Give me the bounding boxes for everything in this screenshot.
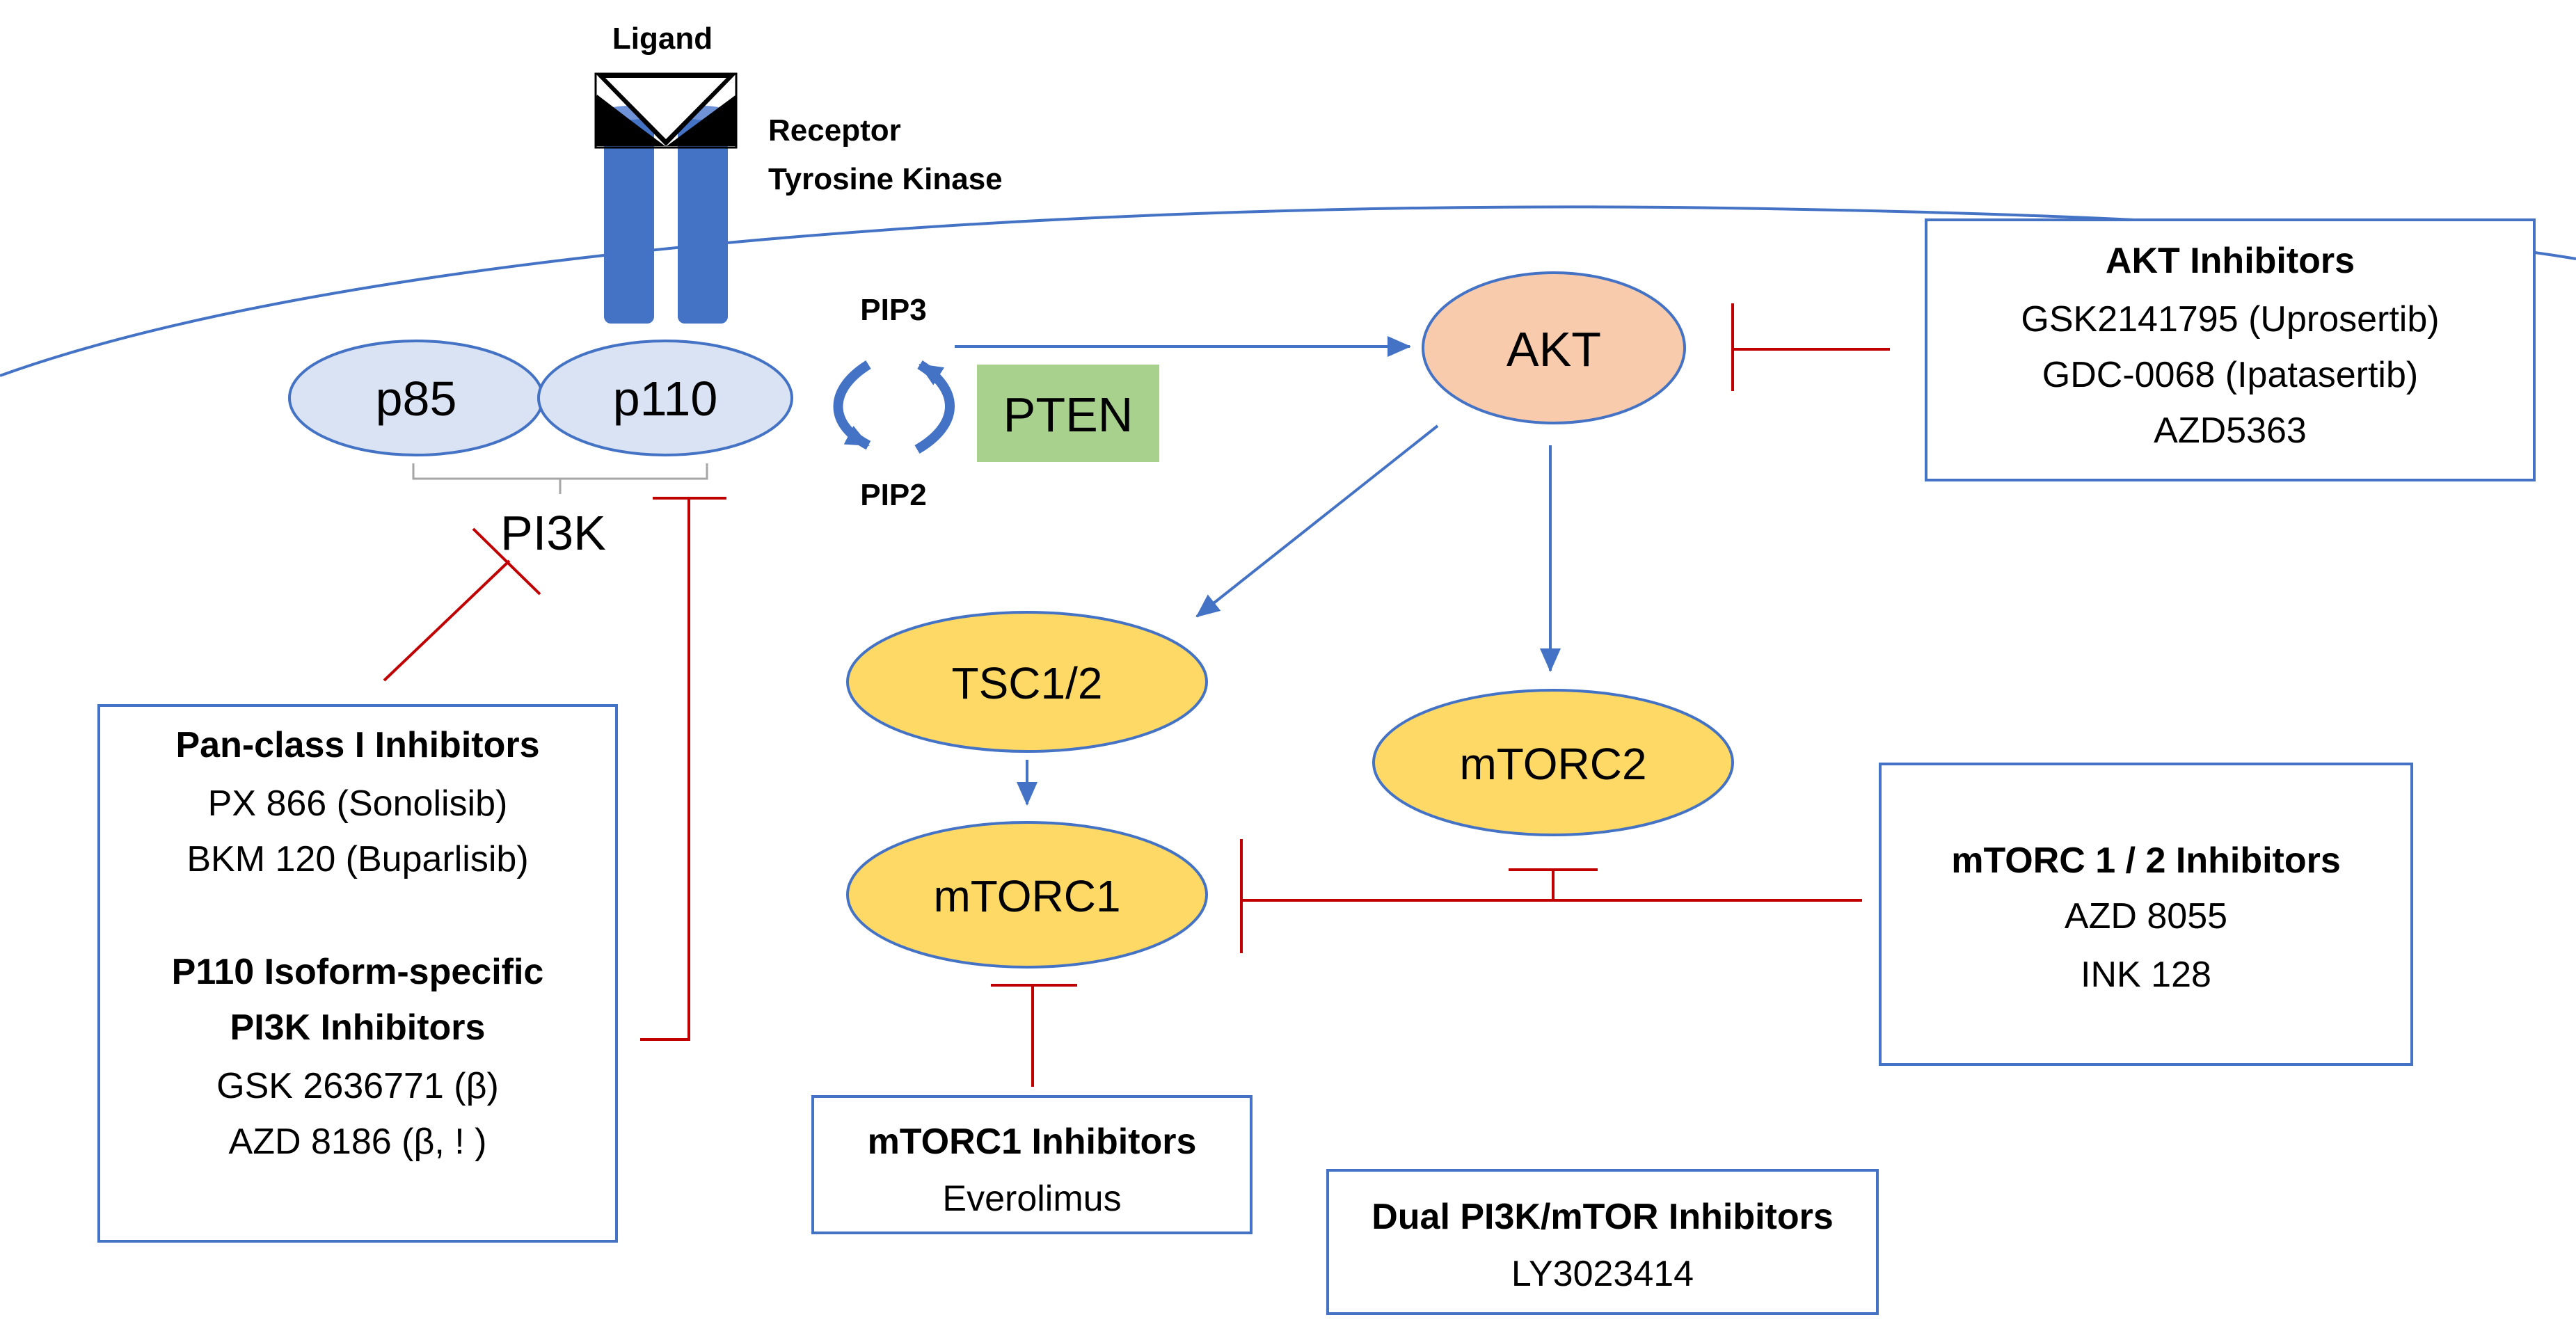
- mtorc12-inhibitors-box: [1879, 763, 2413, 1066]
- mtorc12-inhibitor-item: AZD 8055: [2065, 896, 2227, 937]
- pip-cycle-arrow-left: [833, 360, 871, 450]
- receptor-label-line2: Tyrosine Kinase: [768, 162, 1003, 196]
- inhibition-p110-isoform: [640, 497, 726, 1041]
- inhibition-mtorc12: [1240, 839, 1862, 953]
- p110-isoform-title-line2: PI3K Inhibitors: [230, 1007, 486, 1048]
- p110-isoform-title-line1: P110 Isoform-specific: [172, 952, 544, 992]
- p85-label: p85: [376, 372, 457, 426]
- p110-isoform-item: GSK 2636771 (β): [216, 1066, 499, 1106]
- pi3k-inhibitors-box: [97, 704, 618, 1243]
- pi3k-brace: [412, 463, 708, 494]
- pan-class-i-item: BKM 120 (Buparlisib): [186, 839, 528, 879]
- pip3-label: PIP3: [860, 293, 926, 327]
- mtorc12-inhibitors-title: mTORC 1 / 2 Inhibitors: [1951, 840, 2341, 881]
- ligand-wedge-left: [597, 95, 662, 145]
- mtorc1-inhibitor-item: Everolimus: [942, 1179, 1121, 1219]
- arrow-akt-to-tsc: [1195, 424, 1439, 618]
- akt-inhibitors-box: [1925, 218, 2536, 481]
- tsc-node: [846, 611, 1208, 753]
- receptor-left-chain: [604, 111, 654, 324]
- akt-inhibitors-title: AKT Inhibitors: [2106, 241, 2355, 281]
- receptor-label-line1: Receptor: [768, 113, 901, 148]
- receptor-right-chain: [678, 111, 728, 324]
- akt-node: [1422, 271, 1686, 424]
- tsc-label: TSC1/2: [952, 658, 1103, 708]
- receptor-tyrosine-kinase: [594, 72, 738, 324]
- mtorc1-inhibitors-title: mTORC1 Inhibitors: [868, 1122, 1197, 1162]
- akt-inhibitor-item: GDC-0068 (Ipatasertib): [2042, 355, 2418, 395]
- pan-class-i-item: PX 866 (Sonolisib): [208, 783, 508, 824]
- p110-subunit: [537, 340, 793, 456]
- dual-inhibitor-item: LY3023414: [1511, 1254, 1694, 1294]
- p110-isoform-item: AZD 8186 (β, ! ): [229, 1122, 487, 1162]
- inhibition-mtorc1: [991, 984, 1077, 1087]
- dual-inhibitors-title: Dual PI3K/mTOR Inhibitors: [1372, 1197, 1834, 1237]
- mtorc12-inhibitor-item: INK 128: [2081, 955, 2211, 995]
- mtorc2-label: mTORC2: [1459, 739, 1646, 789]
- pi3k-label: PI3K: [500, 506, 606, 560]
- pip-cycle-arrow-right: [914, 360, 955, 454]
- mtorc1-node: [846, 821, 1208, 969]
- ligand-shape-gap: [605, 78, 726, 139]
- mtorc2-node: [1372, 689, 1734, 836]
- akt-inhibitor-item: AZD5363: [2154, 411, 2307, 451]
- mtorc1-inhibitors-box: [811, 1095, 1253, 1234]
- ligand-shape-right: [667, 95, 736, 146]
- pan-class-i-title: Pan-class I Inhibitors: [175, 725, 539, 765]
- dual-inhibitors-box: [1326, 1169, 1879, 1315]
- akt-label: AKT: [1506, 322, 1601, 376]
- akt-inhibitor-item: GSK2141795 (Uprosertib): [2021, 299, 2439, 340]
- inhibition-akt: [1731, 303, 1890, 391]
- inhibition-pan-class-i: [383, 527, 541, 682]
- pten-label: PTEN: [1003, 388, 1134, 442]
- pten-box: [977, 365, 1159, 462]
- pip2-label: PIP2: [860, 478, 926, 512]
- mtorc1-label: mTORC1: [933, 871, 1120, 921]
- p110-label: p110: [613, 372, 718, 426]
- ligand-label: Ligand: [612, 22, 713, 56]
